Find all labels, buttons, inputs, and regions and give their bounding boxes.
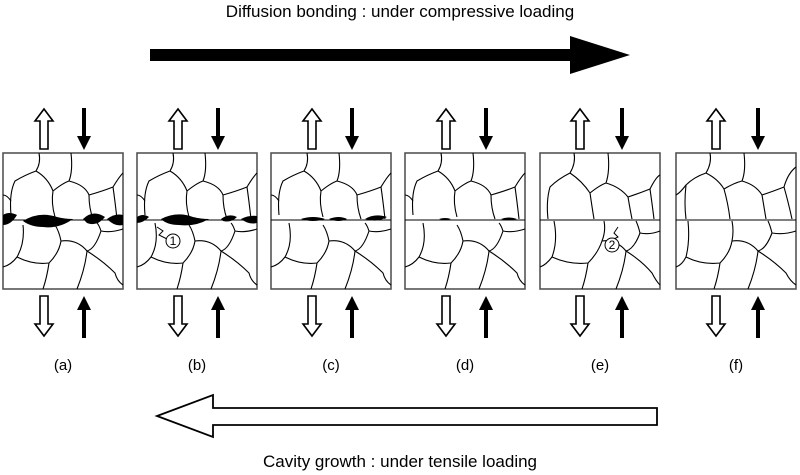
panel-e: 2 [539, 152, 661, 290]
panel-f [675, 152, 797, 290]
marker-1-label: 1 [170, 234, 177, 248]
panel-d [404, 152, 526, 290]
panel-label-d: (d) [456, 357, 474, 374]
panel-c [270, 152, 392, 290]
bottom-caption: Cavity growth : under tensile loading [262, 452, 538, 471]
panel-label-c: (c) [322, 357, 340, 374]
panel-a [2, 152, 124, 290]
marker-2-label: 2 [609, 238, 616, 252]
marker-2 [604, 237, 620, 253]
panel-label-f: (f) [729, 357, 743, 374]
tensile-direction-arrow [154, 393, 658, 439]
compressive-direction-arrow [150, 36, 630, 74]
panel-label-b: (b) [188, 357, 206, 374]
panel-b: 1 [136, 152, 258, 290]
panel-label-a: (a) [54, 357, 72, 374]
panel-label-e: (e) [591, 357, 609, 374]
top-caption: Diffusion bonding : under compressive lo… [225, 2, 575, 21]
marker-1 [165, 233, 181, 249]
